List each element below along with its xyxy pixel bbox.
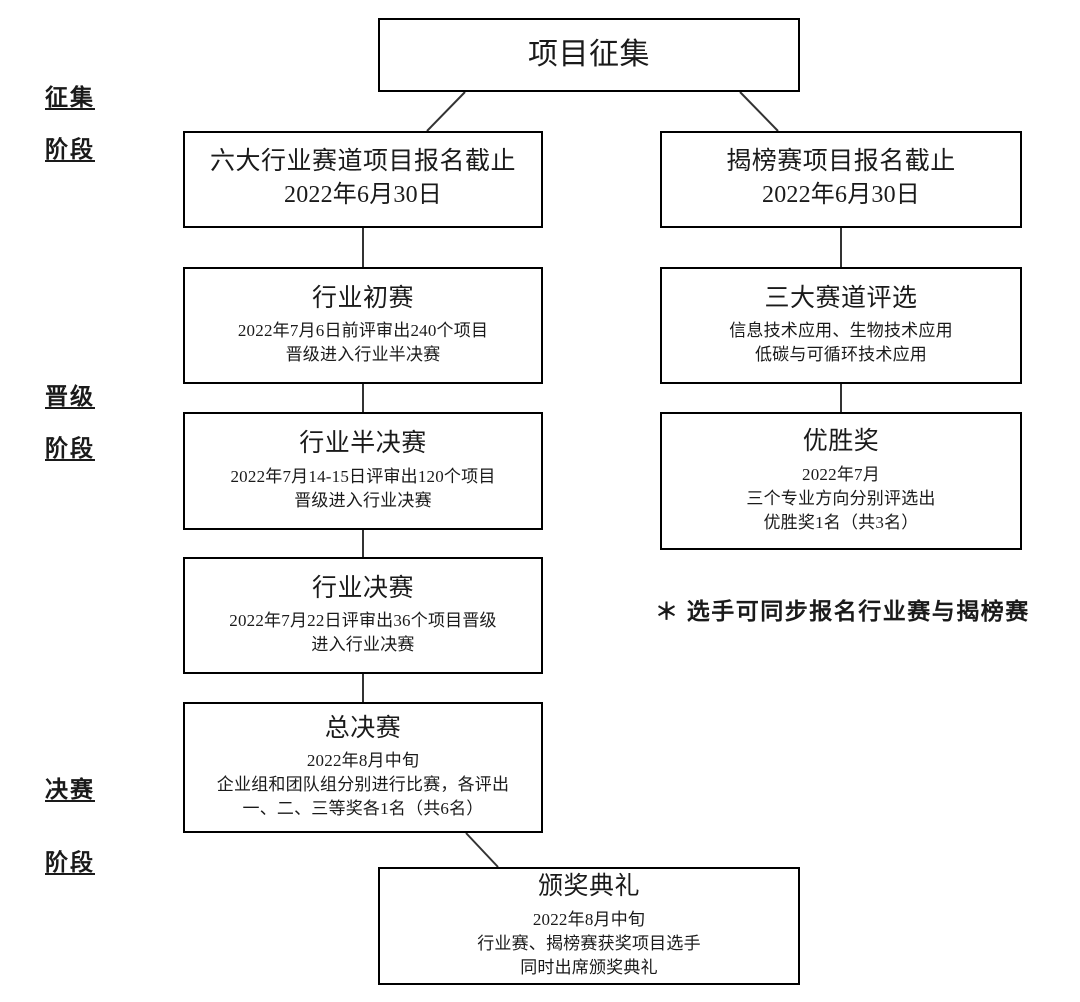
stage-label-collection-line1: 征集 — [45, 85, 95, 110]
node-right-deadline[interactable]: 揭榜赛项目报名截止 2022年6月30日 — [660, 131, 1022, 228]
node-industry-semifinal-line2: 晋级进入行业决赛 — [294, 490, 432, 510]
node-award-ceremony[interactable]: 颁奖典礼 2022年8月中旬 行业赛、揭榜赛获奖项目选手 同时出席颁奖典礼 — [378, 867, 800, 985]
node-left-deadline[interactable]: 六大行业赛道项目报名截止 2022年6月30日 — [183, 131, 543, 228]
footnote-parallel-registration: ＊ 选手可同步报名行业赛与揭榜赛 — [655, 599, 1030, 624]
node-grand-final-line3: 一、二、三等奖各1名（共6名） — [242, 799, 484, 819]
node-industry-preliminary-line2: 晋级进入行业半决赛 — [285, 345, 441, 365]
stage-label-final-line2: 阶段 — [45, 850, 95, 875]
node-award-ceremony-title: 颁奖典礼 — [537, 873, 640, 901]
node-winner-prize[interactable]: 优胜奖 2022年7月 三个专业方向分别评选出 优胜奖1名（共3名） — [660, 412, 1022, 550]
stage-label-final-line1: 决赛 — [45, 777, 95, 802]
node-grand-final-line2: 企业组和团队组分别进行比赛，各评出 — [216, 775, 510, 795]
connector-grand-to-ceremony — [465, 832, 499, 868]
stage-label-promotion-line2: 阶段 — [45, 436, 95, 461]
node-industry-preliminary-title: 行业初赛 — [311, 284, 414, 312]
node-winner-prize-line1: 2022年7月 — [802, 464, 880, 484]
node-three-tracks-selection-line1: 信息技术应用、生物技术应用 — [729, 321, 953, 341]
node-project-collection[interactable]: 项目征集 — [378, 18, 800, 92]
node-winner-prize-line2: 三个专业方向分别评选出 — [746, 488, 936, 508]
node-industry-preliminary[interactable]: 行业初赛 2022年7月6日前评审出240个项目 晋级进入行业半决赛 — [183, 267, 543, 384]
node-industry-final-title: 行业决赛 — [311, 574, 414, 602]
node-winner-prize-title: 优胜奖 — [802, 428, 880, 456]
node-grand-final-line1: 2022年8月中旬 — [306, 751, 420, 771]
node-award-ceremony-line3: 同时出席颁奖典礼 — [520, 957, 658, 977]
node-right-deadline-title: 揭榜赛项目报名截止 — [726, 147, 956, 175]
node-left-deadline-title: 六大行业赛道项目报名截止 — [209, 147, 516, 175]
node-three-tracks-selection[interactable]: 三大赛道评选 信息技术应用、生物技术应用 低碳与可循环技术应用 — [660, 267, 1022, 384]
node-industry-final[interactable]: 行业决赛 2022年7月22日评审出36个项目晋级 进入行业决赛 — [183, 557, 543, 674]
node-industry-preliminary-line1: 2022年7月6日前评审出240个项目 — [237, 321, 489, 341]
node-industry-semifinal[interactable]: 行业半决赛 2022年7月14-15日评审出120个项目 晋级进入行业决赛 — [183, 412, 543, 530]
node-winner-prize-line3: 优胜奖1名（共3名） — [763, 512, 919, 532]
node-grand-final[interactable]: 总决赛 2022年8月中旬 企业组和团队组分别进行比赛，各评出 一、二、三等奖各… — [183, 702, 543, 833]
node-industry-final-line2: 进入行业决赛 — [311, 635, 415, 655]
node-award-ceremony-line1: 2022年8月中旬 — [532, 909, 646, 929]
node-industry-semifinal-line1: 2022年7月14-15日评审出120个项目 — [230, 466, 496, 486]
node-three-tracks-selection-title: 三大赛道评选 — [764, 284, 918, 312]
node-right-deadline-date: 2022年6月30日 — [762, 182, 920, 209]
connector-root-to-right-deadline — [739, 91, 779, 132]
node-three-tracks-selection-line2: 低碳与可循环技术应用 — [754, 345, 927, 365]
node-left-deadline-date: 2022年6月30日 — [284, 182, 442, 209]
node-industry-final-line1: 2022年7月22日评审出36个项目晋级 — [229, 611, 497, 631]
node-award-ceremony-line2: 行业赛、揭榜赛获奖项目选手 — [477, 933, 701, 953]
node-industry-semifinal-title: 行业半决赛 — [299, 430, 427, 458]
stage-label-promotion-line1: 晋级 — [45, 384, 95, 409]
connector-root-to-left-deadline — [426, 91, 466, 132]
node-grand-final-title: 总决赛 — [324, 714, 402, 742]
node-project-collection-title: 项目征集 — [528, 37, 650, 71]
stage-label-collection-line2: 阶段 — [45, 137, 95, 162]
